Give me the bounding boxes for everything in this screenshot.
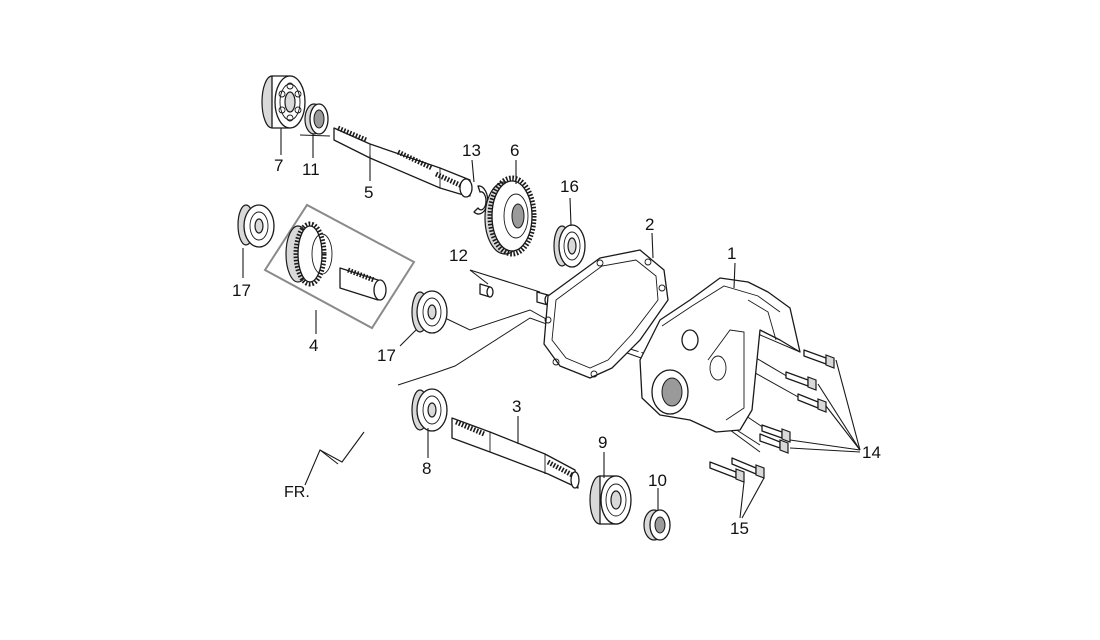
- part-17-bearing-middle: [411, 290, 448, 334]
- part-15-bolts: [709, 457, 765, 483]
- callout-14: 14: [862, 443, 881, 462]
- callout-7: 7: [274, 156, 284, 175]
- part-1-gear-case: [639, 277, 801, 433]
- part-2-gasket: [543, 249, 669, 379]
- part-14-bolts: [759, 349, 835, 454]
- callout-15: 15: [730, 519, 749, 538]
- part-10-oil-seal: [643, 509, 671, 541]
- part-11-oil-seal: [304, 103, 329, 135]
- part-12-dowel-pins: [479, 283, 552, 306]
- part-9-bearing: [589, 475, 632, 525]
- part-5-output-shaft: [333, 125, 473, 198]
- callout-2: 2: [645, 215, 655, 234]
- part-4-gear-assembly: [263, 203, 416, 330]
- part-8-bearing: [411, 388, 448, 432]
- callout-13: 13: [462, 141, 481, 160]
- callout-4: 4: [309, 336, 319, 355]
- part-17-bearing-left: [237, 204, 275, 248]
- callout-17-left: 17: [232, 281, 251, 300]
- callout-9: 9: [598, 433, 608, 452]
- front-direction-label: FR.: [284, 484, 310, 501]
- callout-1: 1: [727, 244, 737, 263]
- callout-12: 12: [449, 246, 468, 265]
- part-7-bearing: [261, 75, 306, 129]
- callout-8: 8: [422, 459, 432, 478]
- callout-6: 6: [510, 141, 520, 160]
- callout-10: 10: [648, 471, 667, 490]
- callout-5: 5: [364, 183, 374, 202]
- front-direction-arrow: [304, 431, 365, 486]
- callout-17-middle: 17: [377, 346, 396, 365]
- callout-leader-lines: [242, 128, 861, 519]
- callout-3: 3: [512, 397, 522, 416]
- part-13-circlip: [473, 185, 489, 215]
- callout-11: 11: [302, 160, 320, 179]
- callout-16: 16: [560, 177, 579, 196]
- part-6-gear: [484, 175, 537, 257]
- part-16-bearing: [553, 224, 586, 268]
- part-3-drive-shaft: [451, 417, 580, 489]
